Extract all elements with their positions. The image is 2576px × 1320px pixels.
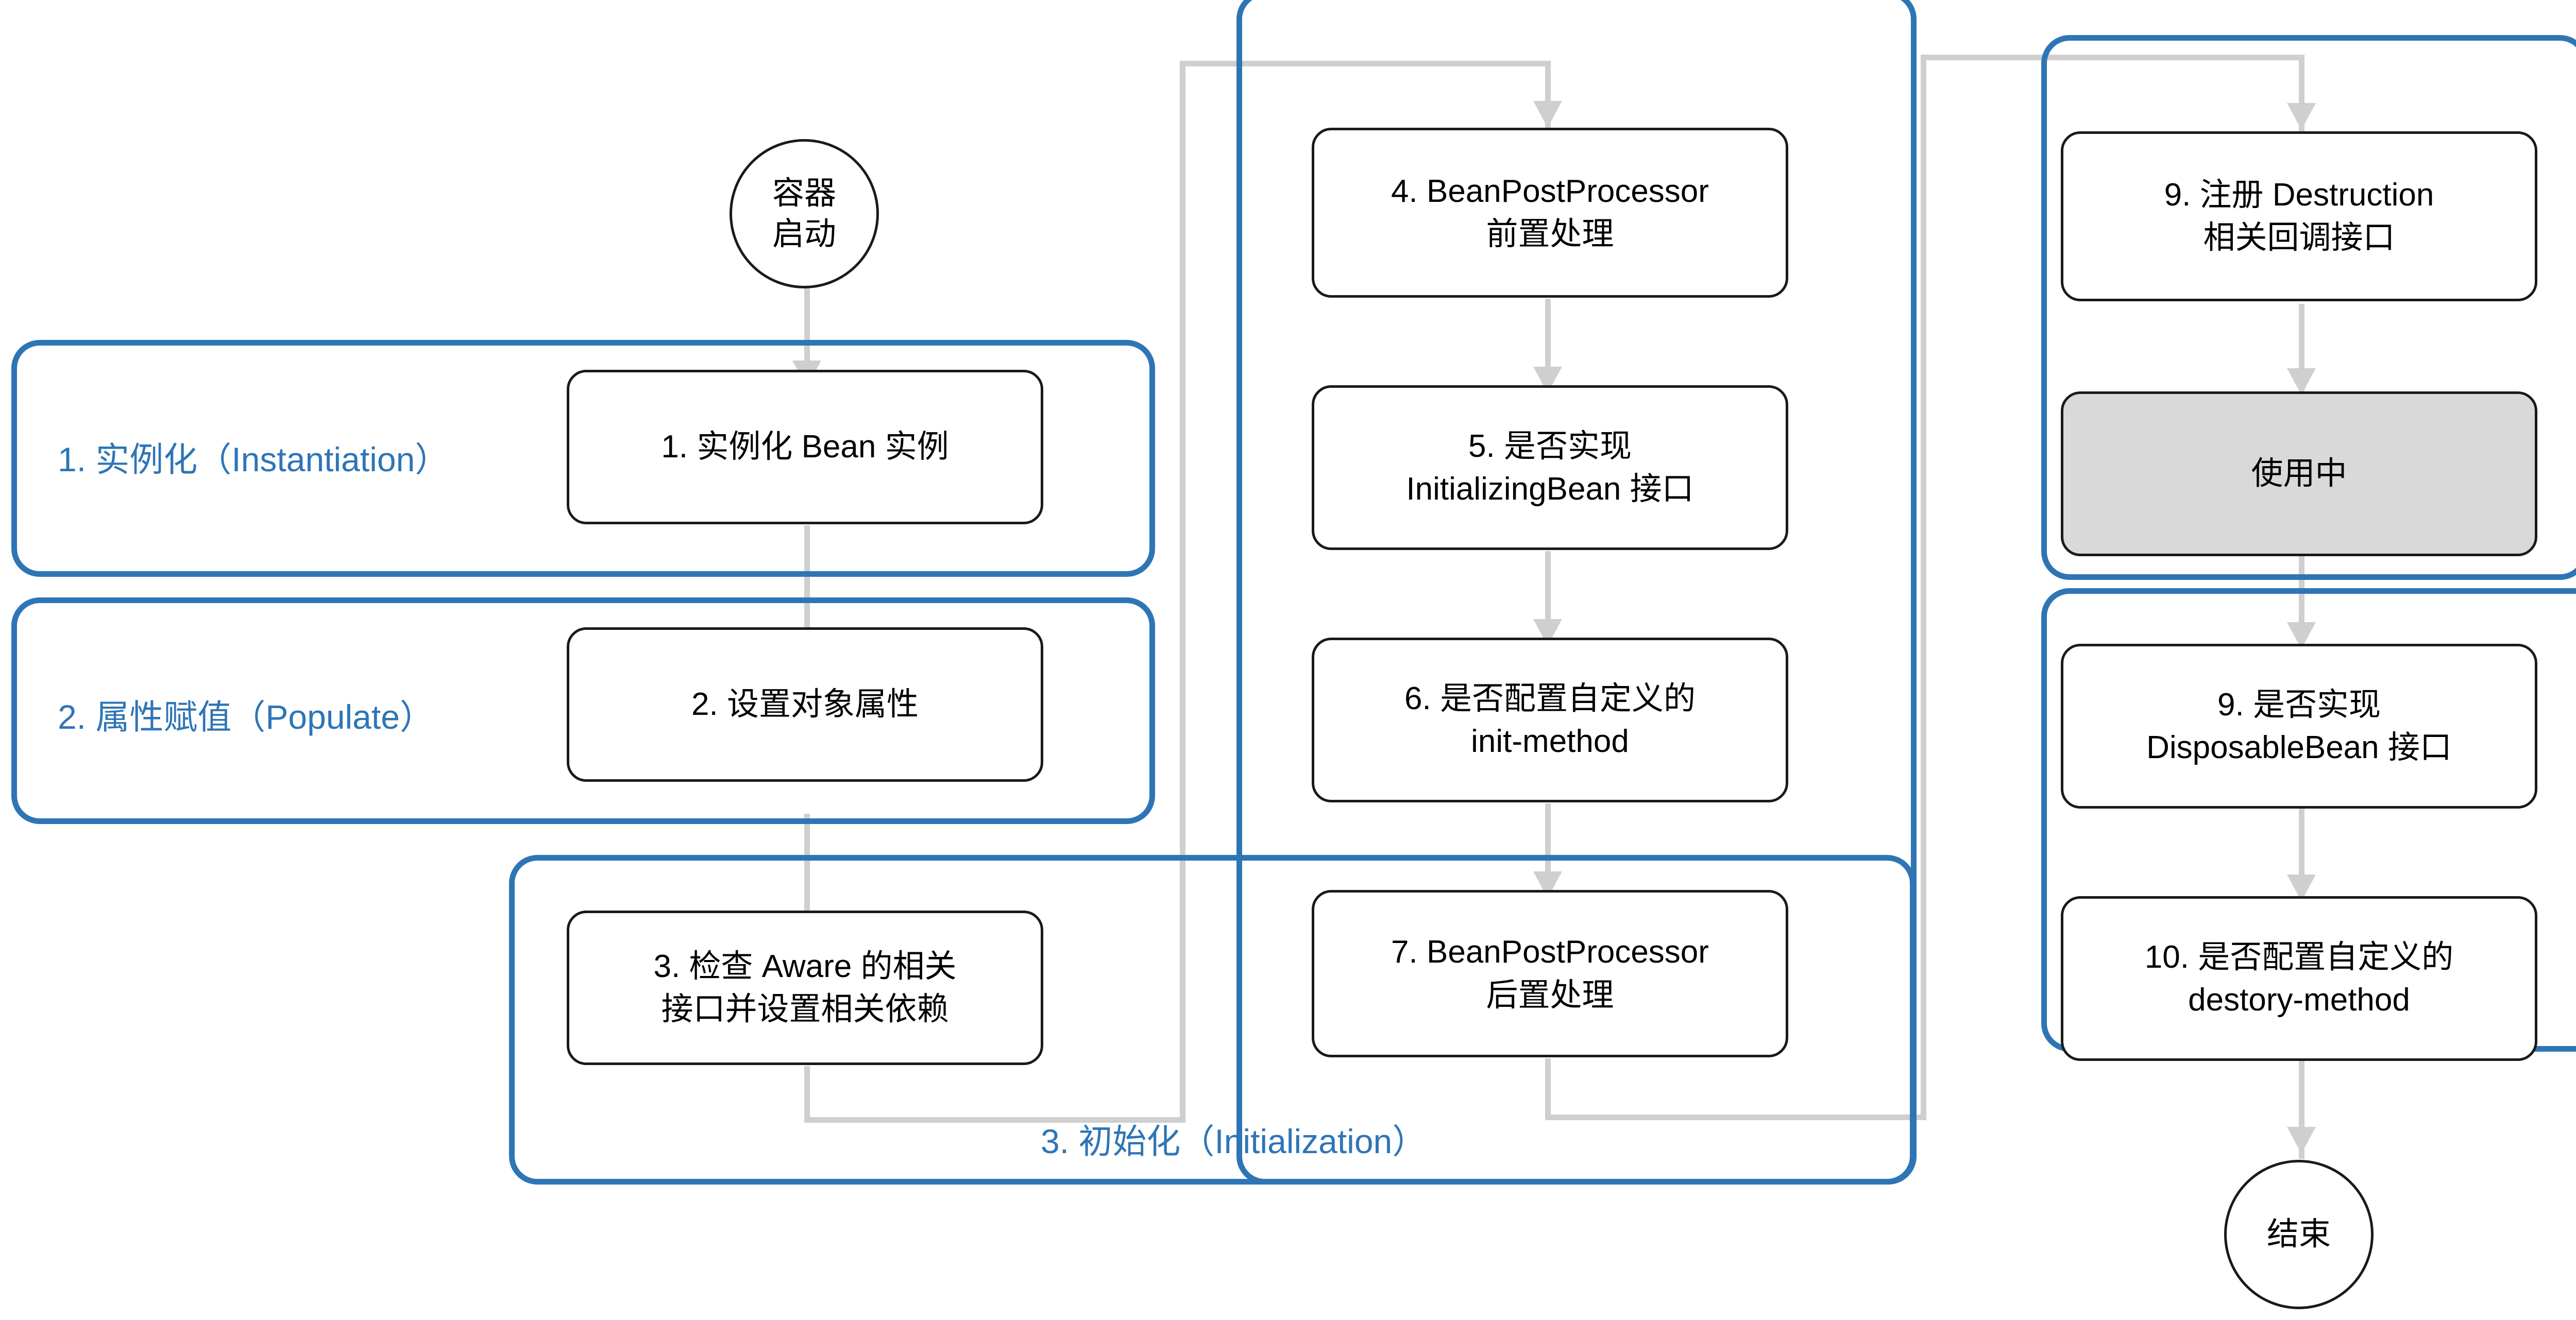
node-set-properties: 2. 设置对象属性: [567, 627, 1043, 782]
connector-n7-riser: [1921, 55, 1926, 1120]
phase-label-initialization: 3. 初始化（Initialization）: [1041, 1122, 1427, 1160]
node-disposablebean: 9. 是否实现 DisposableBean 接口: [2061, 644, 2537, 809]
node-register-destruction-callback: 9. 注册 Destruction 相关回调接口: [2061, 131, 2537, 301]
connector-n3-exit-right: [804, 1117, 1185, 1123]
connector-into-n8: [2299, 55, 2304, 134]
connector-to-n8-top: [1921, 55, 2304, 60]
connector-start-to-n1: [804, 288, 810, 366]
connector-n10-to-n11: [2299, 809, 2304, 901]
connector-into-n4: [1545, 61, 1551, 128]
node-init-method: 6. 是否配置自定义的 init-method: [1312, 638, 1788, 802]
node-initializingbean: 5. 是否实现 InitializingBean 接口: [1312, 385, 1788, 550]
terminal-end: 结束: [2224, 1160, 2374, 1309]
phase-group-instantiation: [11, 340, 1155, 577]
phase-label-populate: 2. 属性赋值（Populate）: [58, 698, 434, 736]
connector-n3-riser: [1180, 61, 1185, 1123]
connector-n11-to-end: [2299, 1061, 2304, 1159]
arrow-into-n4: [1533, 101, 1562, 128]
connector-n7-exit-right: [1545, 1115, 1926, 1120]
connector-n5-to-n6: [1545, 551, 1551, 644]
node-destroy-method: 10. 是否配置自定义的 destory-method: [2061, 896, 2537, 1061]
node-check-aware: 3. 检查 Aware 的相关 接口并设置相关依赖: [567, 911, 1043, 1065]
phase-group-middle-column: [1236, 0, 1917, 1185]
node-in-use: 使用中: [2061, 391, 2537, 556]
node-beanpostprocessor-before: 4. BeanPostProcessor 前置处理: [1312, 128, 1788, 298]
arrow-n8-to-n9: [2287, 368, 2316, 395]
node-beanpostprocessor-after: 7. BeanPostProcessor 后置处理: [1312, 890, 1788, 1057]
connector-n4-to-n5: [1545, 299, 1551, 391]
connector-n2-to-n3: [804, 814, 810, 948]
connector-n9-to-n10: [2299, 556, 2304, 649]
connector-n7-exit-down: [1545, 1058, 1551, 1120]
connector-n8-to-n9: [2299, 304, 2304, 394]
connector-n6-to-n7: [1545, 803, 1551, 896]
phase-group-in-use: [2041, 35, 2576, 580]
terminal-start: 容器 启动: [730, 139, 879, 288]
phase-label-instantiation: 1. 实例化（Instantiation）: [58, 440, 449, 478]
arrow-n11-to-end: [2287, 1127, 2316, 1154]
phase-group-populate: [11, 597, 1155, 824]
connector-n3-exit-down: [804, 1066, 810, 1123]
node-instantiate-bean: 1. 实例化 Bean 实例: [567, 370, 1043, 524]
connector-n1-to-n2: [804, 525, 810, 659]
connector-to-n4-top: [1180, 61, 1551, 66]
arrow-into-n8: [2287, 103, 2316, 130]
